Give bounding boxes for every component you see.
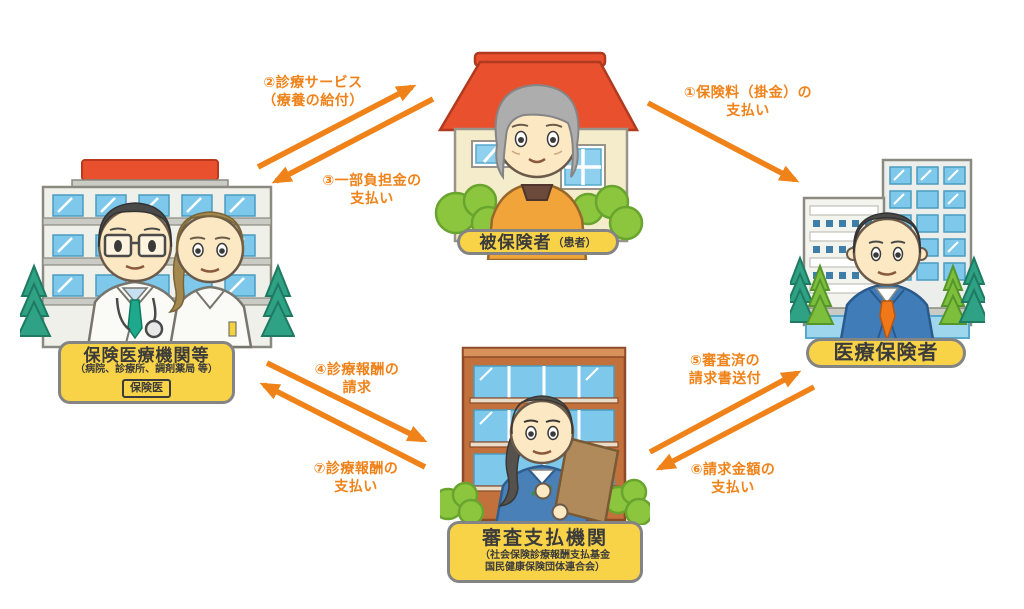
review-agency-label-text: 審査支払機関 bbox=[481, 528, 608, 550]
insured-label-suffix: （患者） bbox=[552, 237, 597, 249]
medical-institution-illustration bbox=[20, 159, 295, 349]
flow-label-1-line1: ①保険料（掛金）の bbox=[683, 84, 813, 100]
insurer-illustration bbox=[790, 158, 985, 345]
flow-label-4: ④診療報酬の 請求 bbox=[294, 361, 420, 396]
insured-label: 被保険者（患者） bbox=[457, 229, 619, 255]
flow-label-4-line1: ④診療報酬の bbox=[314, 361, 400, 377]
reviewer-person bbox=[494, 395, 620, 525]
flow-label-5-line2: 請求書送付 bbox=[688, 369, 762, 386]
flow-label-7-line1: ⑦診療報酬の bbox=[313, 460, 399, 476]
doctor-person bbox=[86, 202, 184, 349]
insurer-label-text: 医療保険者 bbox=[833, 342, 939, 364]
review-agency-illustration bbox=[440, 346, 650, 525]
medical-institution-sublabel: （病院、診療所、調剤薬局 等） bbox=[75, 364, 218, 376]
review-agency-sublabel-1: （社会保険診療報酬支払基金 bbox=[480, 549, 610, 561]
flow-label-3: ③一部負担金の 支払い bbox=[302, 172, 442, 207]
nurse-person bbox=[168, 211, 253, 349]
flow-label-2-line2: （療養の給付） bbox=[262, 91, 364, 108]
flow-label-5-line1: ⑤審査済の bbox=[689, 352, 761, 368]
flow-label-2-line1: ②診療サービス bbox=[263, 74, 363, 90]
medical-institution-label-text: 保険医療機関等 bbox=[83, 346, 210, 366]
flow-label-5: ⑤審査済の 請求書送付 bbox=[661, 352, 789, 387]
bush-icon bbox=[440, 478, 650, 525]
flow-label-6-line2: 支払い bbox=[711, 478, 755, 495]
insurer-person bbox=[838, 212, 936, 345]
flow-label-1-line2: 支払い bbox=[726, 101, 770, 118]
insurance-doctor-badge: 保険医 bbox=[122, 378, 171, 398]
flow-label-6-line1: ⑥請求金額の bbox=[690, 461, 776, 477]
flow-label-3-line1: ③一部負担金の bbox=[322, 172, 422, 188]
flow-label-1: ①保険料（掛金）の 支払い bbox=[672, 84, 824, 119]
flow-label-7-line2: 支払い bbox=[334, 477, 378, 494]
insured-illustration bbox=[434, 51, 644, 260]
flow-label-6: ⑥請求金額の 支払い bbox=[668, 461, 798, 496]
flow-label-4-line2: 請求 bbox=[342, 378, 372, 395]
arrow-copayment bbox=[271, 96, 435, 184]
arrow-fee-payment bbox=[259, 382, 427, 470]
insurer-label: 医療保険者 bbox=[806, 338, 966, 368]
flow-label-3-line2: 支払い bbox=[350, 189, 394, 206]
review-agency-sublabel-2: 国民健康保険団体連合会） bbox=[485, 562, 605, 574]
medical-institution-label: 保険医療機関等 （病院、診療所、調剤薬局 等） 保険医 bbox=[58, 341, 235, 404]
tree-icon bbox=[20, 263, 295, 337]
tree-icon bbox=[790, 255, 985, 325]
arrow-billed-amount-payment bbox=[655, 384, 816, 471]
flow-label-2: ②診療サービス （療養の給付） bbox=[238, 74, 388, 109]
flow-label-7: ⑦診療報酬の 支払い bbox=[292, 460, 420, 495]
review-agency-label: 審査支払機関 （社会保険診療報酬支払基金 国民健康保険団体連合会） bbox=[447, 521, 643, 583]
insured-label-text: 被保険者 bbox=[479, 232, 552, 252]
